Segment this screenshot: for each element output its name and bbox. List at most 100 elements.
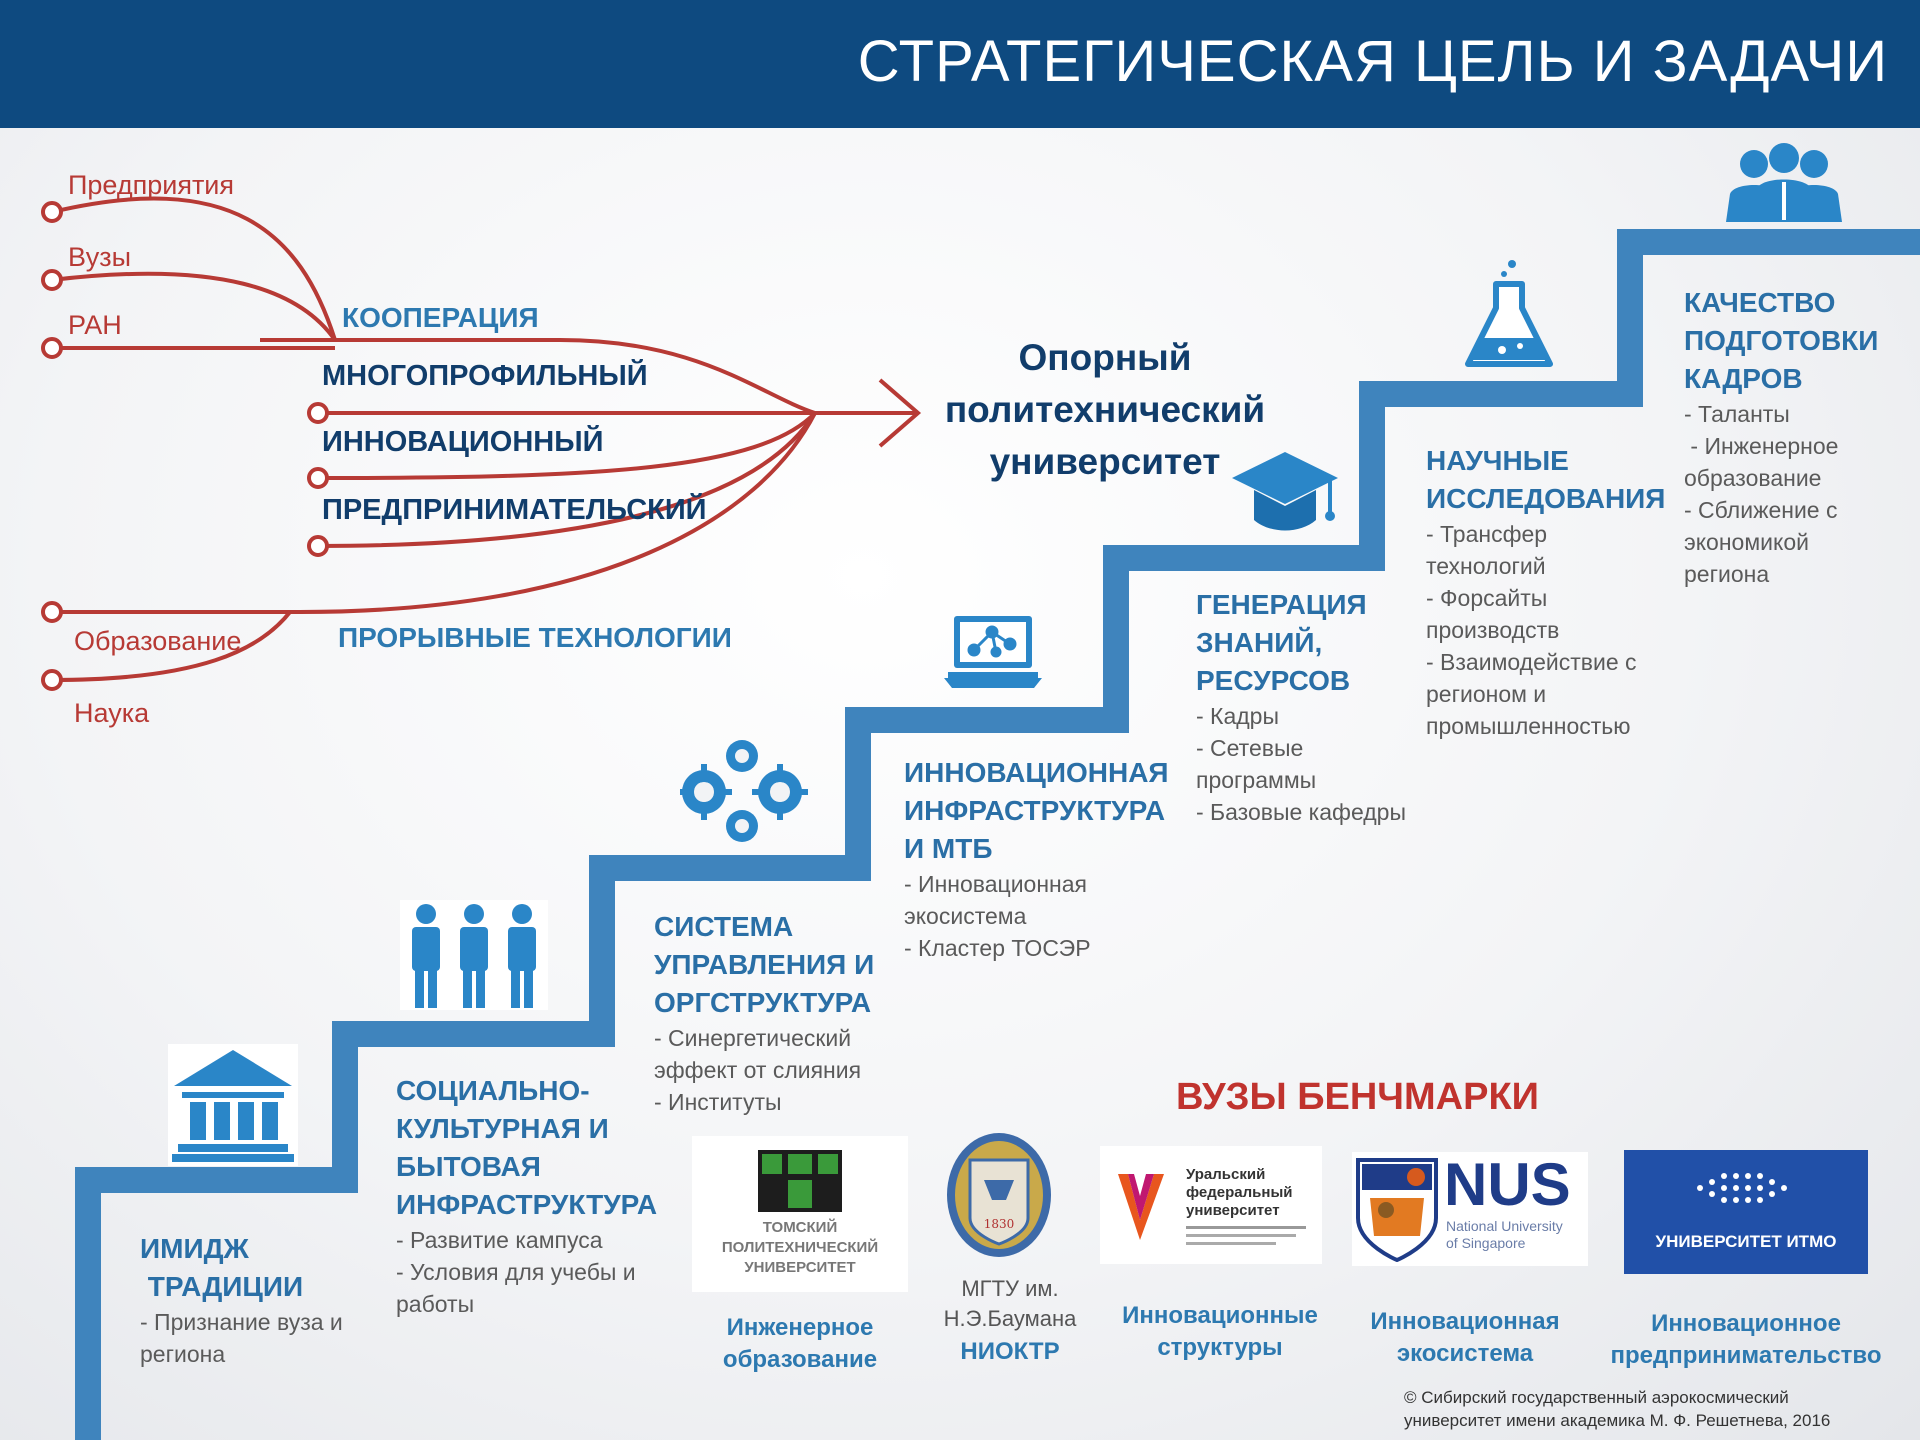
itmo-caption-line-1: Инновационное [1651,1310,1841,1337]
nus-caption: Инновационная экосистема [1350,1306,1580,1370]
step-research-item-1: - Трансфер [1426,521,1548,547]
urfu-emblem-icon [1118,1174,1164,1240]
step-innovation-title-2: ИНФРАСТРУКТУРА [904,795,1166,826]
nus-logo: NUS National University of Singapore [1352,1152,1588,1266]
bmstu-subtitle: МГТУ им. Н.Э.Баумана [940,1274,1080,1334]
step-social-item-1: - Развитие кампуса [396,1227,603,1253]
step-research-item-4: производств [1426,617,1560,643]
tpu-logo-text: ТОМСКИЙ ПОЛИТЕХНИЧЕСКИЙ УНИВЕРСИТЕТ [692,1218,908,1278]
nus-crest-icon [1356,1158,1438,1262]
step-quality-item-1: - Таланты [1684,401,1790,427]
step-image-title-1: ИМИДЖ [140,1233,249,1264]
step-research-title-1: НАУЧНЫЕ [1426,445,1569,476]
step-social-title-2: КУЛЬТУРНАЯ И [396,1113,609,1144]
urfu-logo-line-2: федеральный [1186,1184,1293,1201]
step-management-item-3: - Институты [654,1089,782,1115]
step-social-item-2: - Условия для учебы и [396,1259,636,1285]
label-ran: РАН [68,310,122,340]
goal-line-2: политехнический [944,389,1266,430]
step-innovation-title-1: ИННОВАЦИОННАЯ [904,757,1169,788]
step-knowledge: ГЕНЕРАЦИЯ ЗНАНИЙ, РЕСУРСОВ - Кадры - Сет… [1196,586,1426,828]
step-quality-item-6: региона [1684,561,1770,587]
nus-logo-text: NUS [1444,1151,1571,1218]
itmo-caption-line-2: предпринимательство [1610,1342,1882,1369]
step-social-title-1: СОЦИАЛЬНО- [396,1075,590,1106]
team-icon [1726,143,1842,222]
node-entrepreneurial [307,535,329,557]
label-innovative: ИННОВАЦИОННЫЙ [322,426,604,458]
step-knowledge-title-2: ЗНАНИЙ, [1196,627,1323,658]
step-image-title-2: ТРАДИЦИИ [140,1271,304,1302]
node-innovative [307,467,329,489]
itmo-caption: Инновационное предпринимательство [1596,1308,1896,1372]
step-management-title-2: УПРАВЛЕНИЯ И [654,949,875,980]
urfu-logo-text: Уральский федеральный университет [1186,1166,1292,1220]
step-management-title-1: СИСТЕМА [654,911,794,942]
step-research-item-6: регионом и [1426,681,1547,707]
step-innovation-item-1: - Инновационная [904,871,1087,897]
step-research: НАУЧНЫЕ ИССЛЕДОВАНИЯ - Трансфер технолог… [1426,442,1666,742]
urfu-caption-line-1: Инновационные [1122,1302,1318,1329]
laptop-network-icon [944,616,1042,688]
step-knowledge-item-3: программы [1196,767,1317,793]
step-research-item-5: - Взаимодействие с [1426,649,1637,675]
step-quality-item-4: - Сближение с [1684,497,1838,523]
people-icon [400,900,548,1010]
tpu-logo: ТОМСКИЙ ПОЛИТЕХНИЧЕСКИЙ УНИВЕРСИТЕТ [692,1136,908,1292]
node-education [41,601,63,623]
step-image: ИМИДЖ ТРАДИЦИИ - Признание вуза и регион… [140,1230,390,1370]
bmstu-seal-icon: 1830 [947,1133,1051,1257]
step-quality-title-2: ПОДГОТОВКИ [1684,325,1879,356]
label-cooperation: КООПЕРАЦИЯ [342,302,539,333]
itmo-logo: УНИВЕРСИТЕТ ИТМО [1624,1150,1868,1274]
node-science [41,669,63,691]
step-knowledge-item-2: - Сетевые [1196,735,1304,761]
urfu-caption-line-2: структуры [1157,1334,1283,1361]
node-multiprofile [307,402,329,424]
bmstu-subtitle-line-1: МГТУ им. [961,1276,1059,1301]
step-innovation: ИННОВАЦИОННАЯ ИНФРАСТРУКТУРА И МТБ - Инн… [904,754,1184,964]
step-research-item-2: технологий [1426,553,1546,579]
step-quality-title-1: КАЧЕСТВО [1684,287,1836,318]
goal-line-1: Опорный [1018,337,1192,378]
node-universities [41,269,63,291]
step-knowledge-item-4: - Базовые кафедры [1196,799,1406,825]
tpu-logo-line-3: УНИВЕРСИТЕТ [744,1259,856,1276]
label-universities: Вузы [68,242,131,272]
step-knowledge-item-1: - Кадры [1196,703,1279,729]
step-quality-title-3: КАДРОВ [1684,363,1803,394]
step-research-title-2: ИССЛЕДОВАНИЯ [1426,483,1666,514]
graduation-cap-icon [1232,452,1338,531]
tpu-caption-line-2: образование [722,1346,878,1373]
step-research-item-3: - Форсайты [1426,585,1548,611]
node-enterprises [41,201,63,223]
step-social: СОЦИАЛЬНО- КУЛЬТУРНАЯ И БЫТОВАЯ ИНФРАСТР… [396,1072,666,1320]
step-image-item-2: региона [140,1341,226,1367]
nus-caption-line-1: Инновационная [1370,1308,1560,1335]
flask-icon [1465,260,1553,367]
building-icon [168,1044,298,1166]
header-bar [0,0,1920,128]
label-enterprises: Предприятия [68,170,235,200]
step-management-item-2: эффект от слияния [654,1057,862,1083]
step-image-item-1: - Признание вуза и [140,1309,343,1335]
tpu-caption: Инженерное образование [690,1312,910,1376]
step-quality: КАЧЕСТВО ПОДГОТОВКИ КАДРОВ - Таланты - И… [1684,284,1904,590]
label-breakthrough: ПРОРЫВНЫЕ ТЕХНОЛОГИИ [338,622,732,653]
label-education: Образование [74,626,242,656]
nus-caption-line-2: экосистема [1396,1340,1534,1367]
step-innovation-item-3: - Кластер ТОСЭР [904,935,1091,961]
step-innovation-item-2: экосистема [904,903,1027,929]
step-innovation-title-3: И МТБ [904,833,993,864]
copyright: © Сибирский государственный аэрокосмичес… [1404,1386,1830,1432]
tpu-logo-line-1: ТОМСКИЙ [762,1219,838,1236]
label-science: Наука [74,698,150,728]
nus-logo-subtitle-1: National University [1446,1218,1563,1234]
tpu-caption-line-1: Инженерное [726,1314,874,1341]
urfu-logo-line-3: университет [1186,1202,1280,1219]
step-social-item-3: работы [396,1291,475,1317]
tpu-emblem-icon [758,1150,842,1212]
itmo-dots-icon [1697,1173,1787,1203]
